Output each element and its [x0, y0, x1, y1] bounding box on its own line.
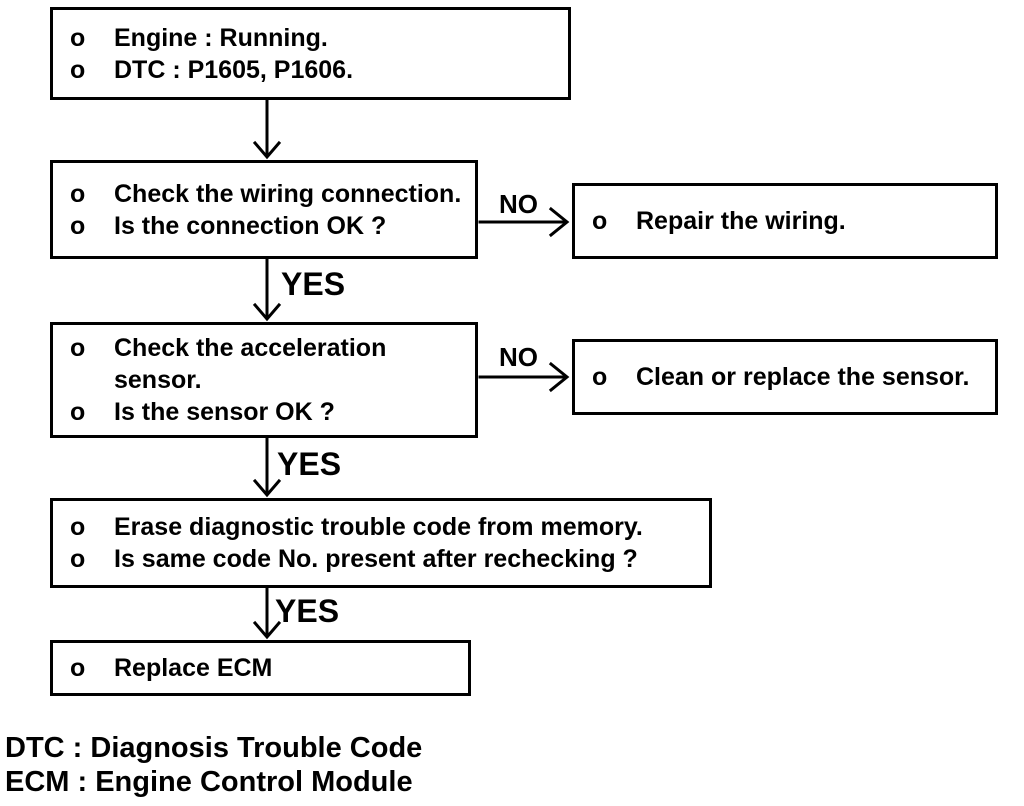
node-text: Check the wiring connection.	[114, 179, 462, 208]
list-item-continuation: sensor.	[70, 364, 469, 396]
node-check-wiring: o Check the wiring connection. o Is the …	[50, 160, 478, 259]
node-text: Repair the wiring.	[636, 207, 846, 235]
legend-ecm: ECM : Engine Control Module	[5, 766, 413, 798]
bullet-marker: o	[70, 23, 86, 52]
node-erase-dtc: o Erase diagnostic trouble code from mem…	[50, 498, 712, 588]
node-text: sensor.	[114, 366, 202, 394]
node-check-sensor: o Check the acceleration sensor. o Is th…	[50, 322, 478, 438]
branch-label-no: NO	[499, 342, 538, 372]
node-repair-wiring: o Repair the wiring.	[572, 183, 998, 259]
branch-label-yes: YES	[275, 593, 340, 629]
list-item: o Repair the wiring.	[592, 205, 989, 237]
node-clean-or-replace-sensor: o Clean or replace the sensor.	[572, 339, 998, 415]
node-text: Is the connection OK ?	[114, 211, 387, 240]
branch-label-yes: YES	[277, 446, 342, 482]
branch-label-yes: YES	[281, 266, 346, 302]
list-item: o Clean or replace the sensor.	[592, 361, 989, 393]
bullet-marker: o	[592, 363, 608, 391]
branch-label-no: NO	[499, 189, 538, 219]
bullet-marker: o	[70, 334, 86, 362]
node-precondition: o Engine : Running. o DTC : P1605, P1606…	[50, 7, 571, 100]
list-item: o Is the connection OK ?	[70, 210, 469, 242]
arrow-yes-check-sensor-to-erase	[252, 437, 282, 498]
list-item: o Is same code No. present after recheck…	[70, 543, 703, 575]
bullet-marker: o	[592, 207, 608, 235]
node-text: DTC : P1605, P1606.	[114, 55, 354, 84]
node-replace-ecm: o Replace ECM	[50, 640, 471, 696]
arrow-yes-check-wiring-to-check-sensor	[252, 258, 282, 322]
bullet-marker: o	[70, 398, 86, 426]
list-item: o Check the wiring connection.	[70, 178, 469, 210]
bullet-marker: o	[70, 211, 86, 240]
list-item: o Is the sensor OK ?	[70, 396, 469, 428]
list-item: o Check the acceleration	[70, 332, 469, 364]
bullet-marker: o	[70, 513, 86, 541]
bullet-marker: o	[70, 179, 86, 208]
node-text: Is the sensor OK ?	[114, 398, 335, 426]
list-item: o DTC : P1605, P1606.	[70, 54, 562, 86]
node-text: Is same code No. present after recheckin…	[114, 545, 638, 573]
arrow-start-to-check-wiring	[252, 98, 282, 160]
bullet-marker: o	[70, 654, 86, 682]
list-item: o Engine : Running.	[70, 22, 562, 54]
list-item: o Erase diagnostic trouble code from mem…	[70, 511, 703, 543]
legend-dtc: DTC : Diagnosis Trouble Code	[5, 732, 423, 764]
node-text: Clean or replace the sensor.	[636, 363, 970, 391]
bullet-marker: o	[70, 545, 86, 573]
list-item: o Replace ECM	[70, 652, 462, 684]
node-text: Engine : Running.	[114, 23, 328, 52]
bullet-marker: o	[70, 55, 86, 84]
node-text: Check the acceleration	[114, 334, 387, 362]
node-text: Erase diagnostic trouble code from memor…	[114, 513, 643, 541]
abbreviation-legend: DTC : Diagnosis Trouble Code ECM : Engin…	[5, 731, 422, 799]
node-text: Replace ECM	[114, 654, 273, 682]
